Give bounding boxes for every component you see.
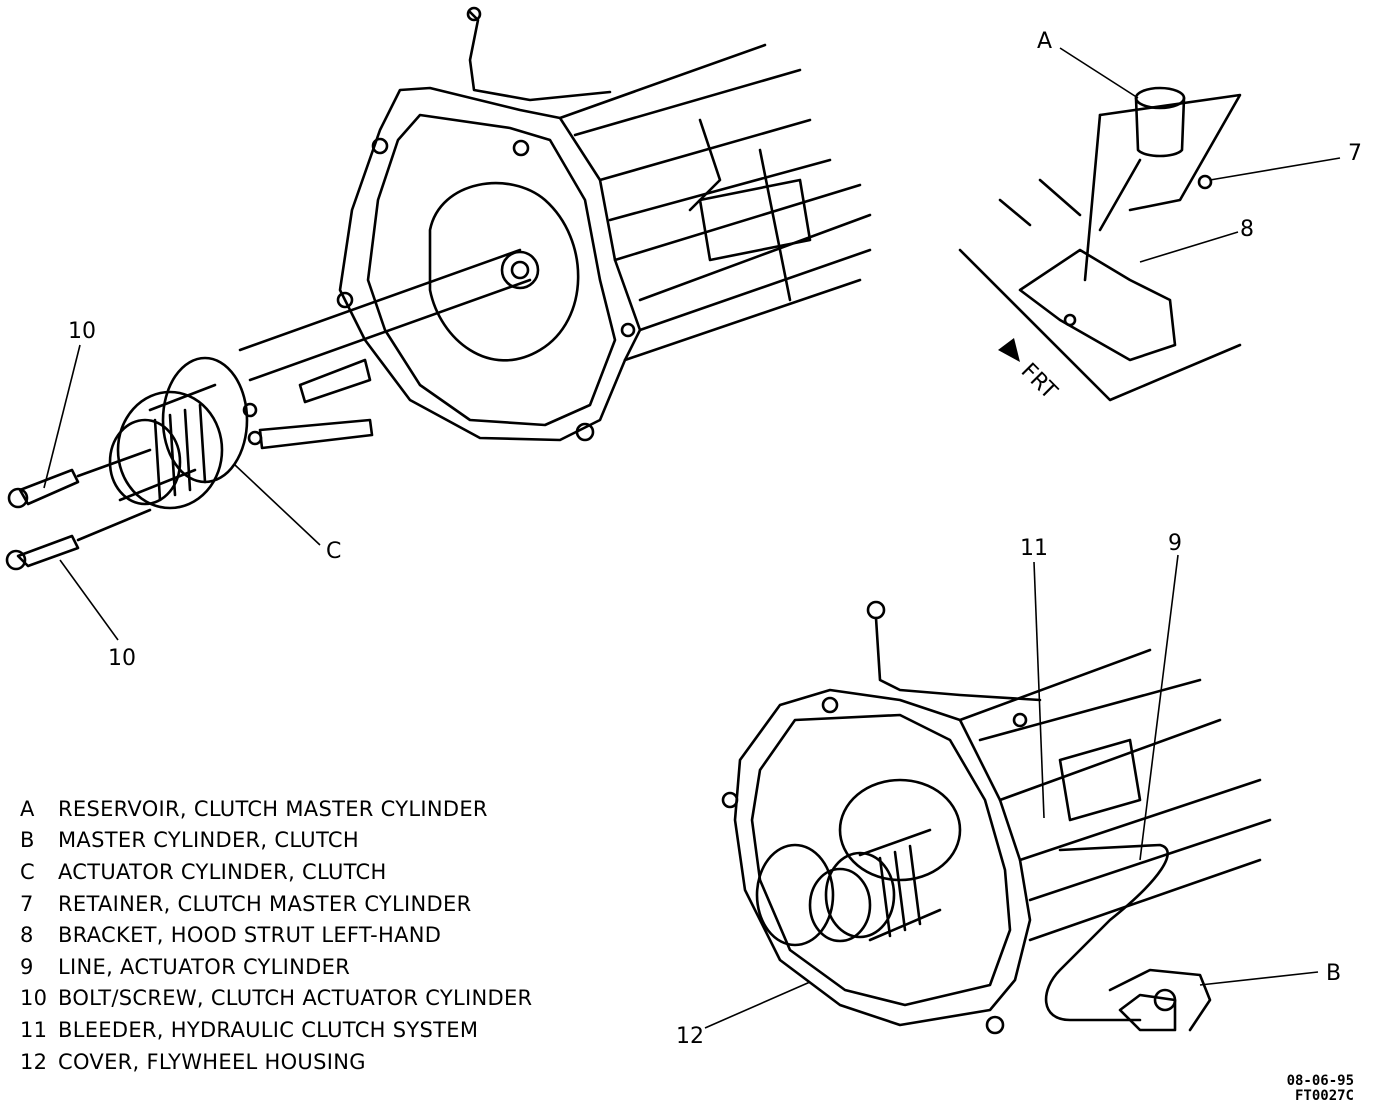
legend-key: 8 [20, 923, 34, 948]
legend-row: 9 LINE, ACTUATOR CYLINDER [12, 951, 572, 983]
callout-frt: FRT [1016, 359, 1062, 405]
callout-10-bottom: 10 [108, 646, 136, 671]
installed-leader-lines [704, 554, 1319, 1029]
legend-description: RETAINER, CLUTCH MASTER CYLINDER [58, 891, 472, 916]
callout-8: 8 [1240, 217, 1254, 242]
legend-description: COVER, FLYWHEEL HOUSING [58, 1049, 366, 1074]
callout-12: 12 [676, 1024, 704, 1049]
legend-description: BOLT/SCREW, CLUTCH ACTUATOR CYLINDER [58, 986, 533, 1011]
legend-row: 10 BOLT/SCREW, CLUTCH ACTUATOR CYLINDER [12, 983, 572, 1015]
legend-key: A [20, 796, 35, 821]
installed-view-drawing [721, 600, 1272, 1035]
legend-row: A RESERVOIR, CLUTCH MASTER CYLINDER [12, 793, 572, 825]
callout-a: A [1037, 29, 1052, 54]
figure-id: FT0027C [1294, 1088, 1354, 1104]
callout-7: 7 [1348, 141, 1362, 166]
legend-key: 11 [20, 1017, 48, 1042]
legend-description: MASTER CYLINDER, CLUTCH [58, 828, 359, 853]
callout-c: C [326, 539, 341, 564]
legend-description: BRACKET, HOOD STRUT LEFT-HAND [58, 923, 442, 948]
legend-key: 10 [20, 986, 48, 1011]
front-direction-arrow-icon [998, 338, 1020, 362]
legend-description: ACTUATOR CYLINDER, CLUTCH [58, 859, 387, 884]
legend-row: 7 RETAINER, CLUTCH MASTER CYLINDER [12, 888, 572, 920]
figure-footer: 08-06-95 FT0027C [1287, 1074, 1354, 1104]
legend-key: B [20, 828, 35, 853]
legend-row: B MASTER CYLINDER, CLUTCH [12, 825, 572, 857]
inset-leader-lines [1059, 47, 1341, 263]
legend-description: RESERVOIR, CLUTCH MASTER CYLINDER [58, 796, 488, 821]
reservoir-inset-drawing [958, 86, 1242, 402]
legend-description: LINE, ACTUATOR CYLINDER [58, 954, 351, 979]
legend-row: 8 BRACKET, HOOD STRUT LEFT-HAND [12, 919, 572, 951]
date-code: 08-06-95 [1286, 1073, 1354, 1089]
parts-legend: A RESERVOIR, CLUTCH MASTER CYLINDER B MAST… [12, 793, 572, 1077]
main-leader-lines [43, 344, 321, 641]
legend-key: 12 [20, 1049, 48, 1074]
legend-row: 11 BLEEDER, HYDRAULIC CLUTCH SYSTEM [12, 1014, 572, 1046]
legend-description: BLEEDER, HYDRAULIC CLUTCH SYSTEM [58, 1017, 479, 1042]
main-transmission-drawing [5, 6, 872, 571]
callout-b: B [1326, 961, 1341, 986]
legend-key: 7 [20, 891, 34, 916]
callout-9: 9 [1168, 531, 1182, 556]
legend-row: 12 COVER, FLYWHEEL HOUSING [12, 1046, 572, 1078]
legend-key: C [20, 859, 35, 884]
legend-key: 9 [20, 954, 34, 979]
callout-11: 11 [1020, 536, 1048, 561]
legend-row: C ACTUATOR CYLINDER, CLUTCH [12, 856, 572, 888]
callout-10-top: 10 [68, 319, 96, 344]
